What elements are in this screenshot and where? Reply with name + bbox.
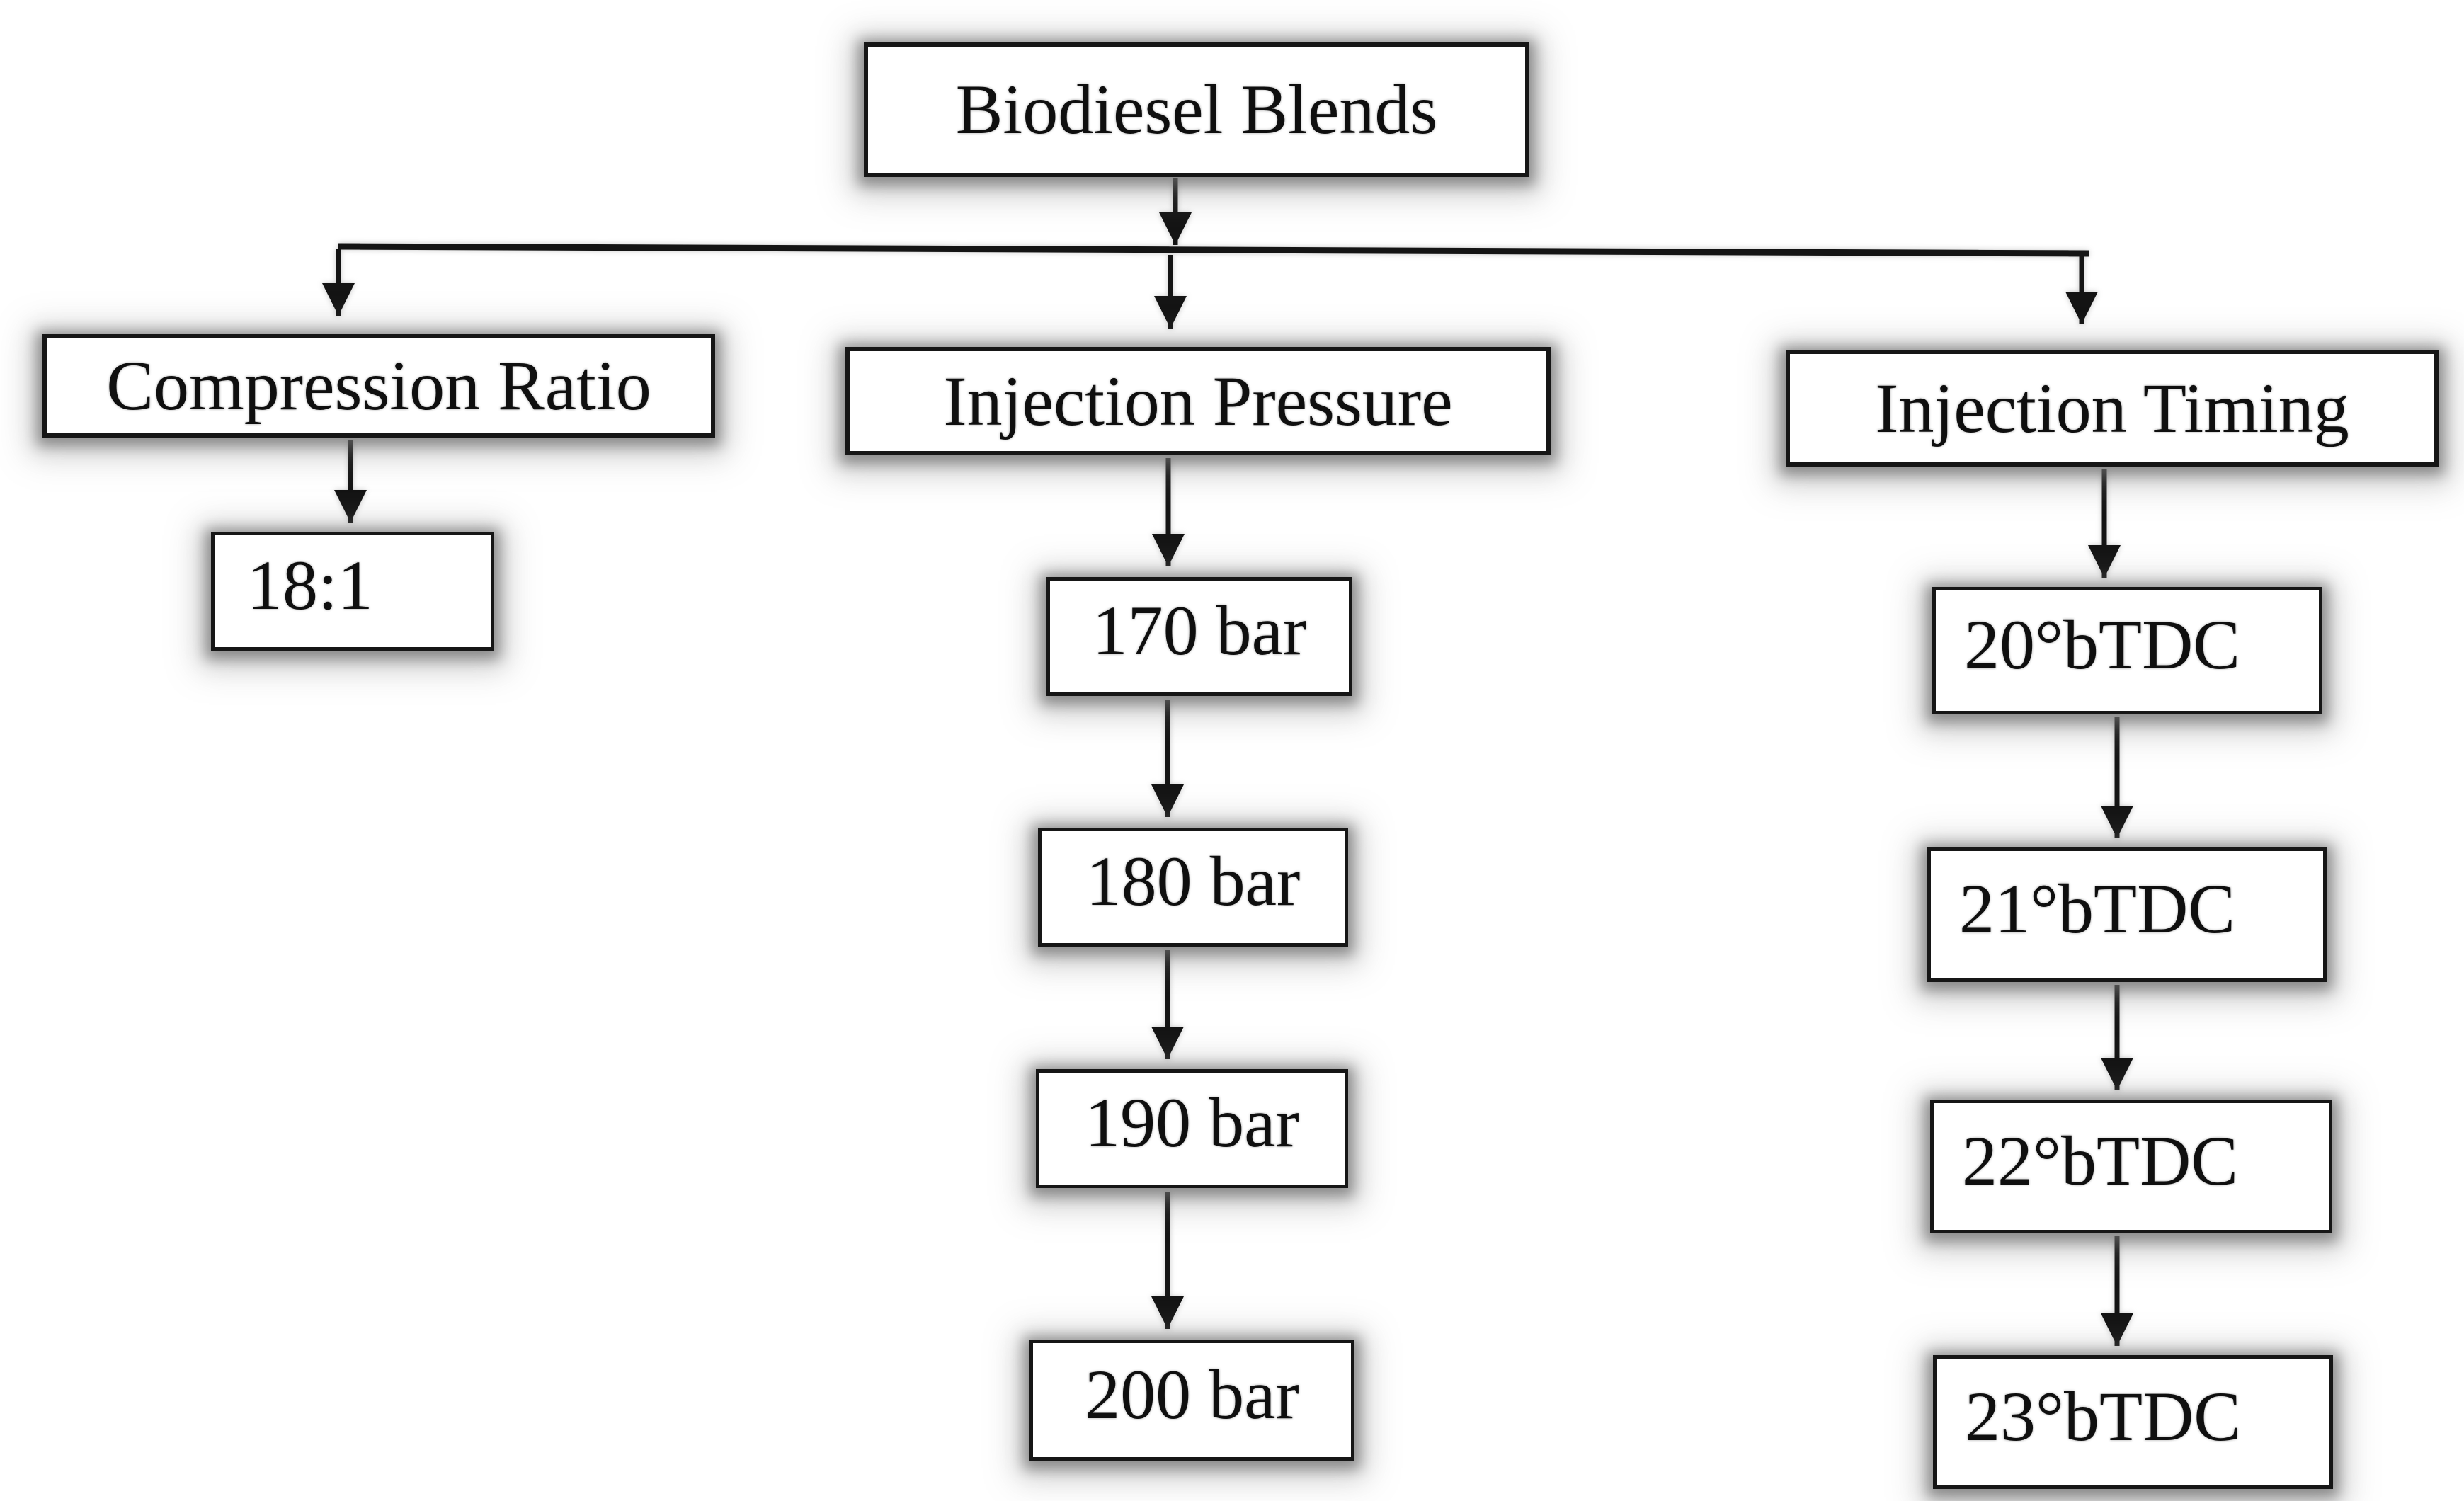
node-value-23-btdc: 23°bTDC xyxy=(1933,1355,2333,1489)
node-biodiesel-blends: Biodiesel Blends xyxy=(864,42,1529,177)
connector-branch-bus xyxy=(338,243,2089,257)
node-injection-timing: Injection Timing xyxy=(1786,350,2439,467)
node-value-200-bar: 200 bar xyxy=(1029,1340,1354,1461)
node-value-170-bar: 170 bar xyxy=(1046,577,1352,696)
node-injection-pressure: Injection Pressure xyxy=(845,347,1551,455)
node-value-190-bar: 190 bar xyxy=(1036,1069,1348,1188)
node-value-180-bar: 180 bar xyxy=(1038,828,1348,947)
node-value-22-btdc: 22°bTDC xyxy=(1930,1100,2332,1233)
node-value-21-btdc: 21°bTDC xyxy=(1927,847,2327,982)
node-compression-ratio: Compression Ratio xyxy=(42,334,715,438)
node-value-20-btdc: 20°bTDC xyxy=(1932,587,2322,714)
node-value-18-1: 18:1 xyxy=(211,532,494,651)
